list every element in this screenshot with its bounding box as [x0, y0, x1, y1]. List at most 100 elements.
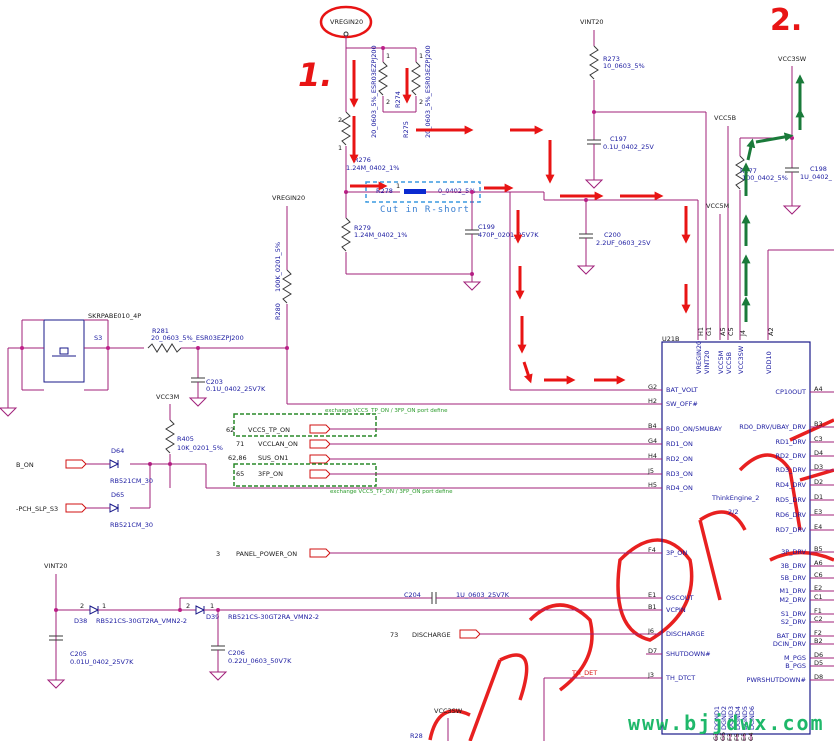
- ic-name: ThinkEngine_2: [711, 494, 759, 502]
- vcc5-tp-on-port: [309, 424, 331, 434]
- r276-value: 1.24M_0402_1%: [346, 164, 399, 172]
- d65-ref: D65: [111, 491, 124, 499]
- c199-ground-icon: [462, 281, 482, 291]
- ic-top-pin-name: VINT20: [703, 351, 711, 374]
- ic-top-pin-name: VCC5B: [725, 352, 733, 374]
- c206-ref: C206: [228, 649, 245, 657]
- vint20-top-label: VINT20: [580, 18, 603, 26]
- ic-top-pin-num: H1: [697, 327, 705, 336]
- r274-resistor: [378, 61, 388, 96]
- d65-value: RB521CM_30: [110, 521, 153, 529]
- c199-ref: C199: [478, 223, 495, 231]
- ic-right-pin-num: D4: [814, 449, 823, 457]
- ic-right-pin-name: M_PGS: [784, 654, 806, 662]
- d38-value: RB521CS-30GT2RA_VMN2-2: [96, 617, 187, 625]
- ic-bottom-pin-num: E5: [740, 733, 748, 741]
- ic-right-pin-num: D5: [814, 659, 823, 667]
- b-on-label: B_ON: [16, 461, 34, 469]
- sus-on1-port: [309, 454, 331, 464]
- ic-right-pin-num: D8: [814, 673, 823, 681]
- ic-right-pin-name: RD2_DRV: [775, 452, 806, 460]
- cut-note: Cut in R-short: [380, 205, 470, 215]
- ic-left-pin-name: RD0_ON/5MUBAY: [666, 425, 722, 433]
- step1-marker: 1.: [298, 56, 332, 94]
- c205-value: 0.01U_0402_25V7K: [70, 658, 134, 666]
- ic-right-pin-num: C1: [814, 593, 823, 601]
- ic-right-pin-num: E3: [814, 508, 822, 516]
- r279-value: 1.24M_0402_1%: [354, 231, 407, 239]
- r280-value: 100K_0201_5%: [274, 242, 282, 292]
- r405-resistor: [165, 419, 175, 454]
- c203-ref: C203: [206, 378, 223, 386]
- s3-switch[interactable]: [43, 319, 85, 383]
- c197-value: 0.1U_0402_25V: [603, 143, 654, 151]
- d38-pin1: 1: [102, 602, 106, 610]
- ic-bottom-pin-name: DGND2: [720, 706, 728, 730]
- c203-value: 0.1U_0402_25V7K: [206, 385, 266, 393]
- c198-ref: C198: [810, 165, 827, 173]
- ic-top-pin-num: A5: [719, 327, 727, 336]
- ic-left-pin-name: SW_OFF#: [666, 400, 698, 408]
- ic-right-pins: A4CP10OUTB3RD0_DRV/UBAY_DRVC3RD1_DRVD4RD…: [739, 385, 834, 684]
- ic-right-pin-name: S2_DRV: [781, 618, 807, 626]
- ic-right-pin-name: RD3_DRV: [775, 466, 806, 474]
- vregin20-top-terminal: [343, 31, 349, 37]
- ic-right-pin-num: C2: [814, 615, 823, 623]
- c197-ground-icon: [584, 179, 604, 189]
- exchange-box-bottom: [233, 463, 377, 487]
- ic-right-pin-num: A6: [814, 559, 823, 567]
- vcc3sw-bottom-label: VCC3SW: [434, 707, 463, 715]
- c204-ref: C204: [404, 591, 421, 599]
- ic-left-pin-name: SHUTDOWN#: [666, 650, 711, 658]
- ic-bottom-pin-num: G3: [712, 732, 720, 741]
- c200-ref: C200: [604, 231, 621, 239]
- net-ref-discharge: 73: [390, 631, 398, 639]
- s3-ground-icon: [0, 407, 18, 417]
- ic-left-pin-num: G2: [648, 383, 657, 391]
- red-flow-arrows: [349, 60, 691, 385]
- watermark-text: www.bjjdwx.com: [628, 711, 825, 735]
- ic-left-pin-num: B1: [648, 603, 657, 611]
- ic-right-pin-num: D3: [814, 463, 823, 471]
- r275-pin1: 1: [419, 52, 423, 60]
- ic-left-pin-num: J3: [647, 671, 654, 679]
- exchange-note-top: exchange VCC5_TP_ON / 3FP_ON port define: [325, 408, 448, 414]
- r278-ref: R278: [376, 187, 393, 195]
- net-panel-power-on: PANEL_POWER_ON: [236, 550, 297, 558]
- ic-left-pin-num: F4: [648, 546, 656, 554]
- c200-ground-icon: [576, 265, 596, 275]
- net-discharge: DISCHARGE: [412, 631, 451, 639]
- r275-ref: R275: [402, 121, 410, 138]
- net-ref-3fp-on: 65: [236, 470, 244, 478]
- r274-ref: R274: [394, 91, 402, 108]
- d65-diode: [109, 503, 120, 513]
- ic-right-pin-name: 3B_DRV: [781, 562, 807, 570]
- vcc3m-label: VCC3M: [156, 393, 179, 401]
- pch-slp-s3-label: -PCH_SLP_S3: [16, 505, 58, 513]
- r276-pin2: 2: [338, 116, 342, 124]
- ic-right-pin-name: 5B_DRV: [781, 574, 807, 582]
- cut-box: [365, 181, 481, 203]
- net-ref-panel-power-on: 3: [216, 550, 220, 558]
- ic-left-pin-num: J6: [647, 627, 654, 635]
- r281-ref: R281: [152, 327, 169, 335]
- c206-value: 0.22U_0603_50V7K: [228, 657, 292, 665]
- ic-right-pin-num: F2: [814, 629, 822, 637]
- ic-right-pin-num: E2: [814, 584, 822, 592]
- ic-ref: U21B: [662, 335, 680, 343]
- ic-right-pin-name: PWRSHUTDOWN#: [747, 676, 806, 684]
- r28x-ref: R28: [410, 732, 423, 740]
- ic-left-pin-name: BAT_VOLT: [666, 386, 698, 394]
- c198-ground-icon: [782, 205, 802, 215]
- r273-value: 10_0603_5%: [603, 62, 645, 70]
- ic-top-pin-name: VREGIN20: [695, 341, 703, 374]
- c197-ref: C197: [610, 135, 627, 143]
- ic-bottom-pin-name: DGND1: [713, 706, 721, 730]
- ic-right-pin-name: RD6_DRV: [775, 511, 806, 519]
- ic-right-pin-num: C3: [814, 435, 823, 443]
- r274-pin1: 1: [386, 52, 390, 60]
- ic-left-pin-num: H2: [648, 397, 657, 405]
- pch-slp-s3-port: [65, 503, 87, 513]
